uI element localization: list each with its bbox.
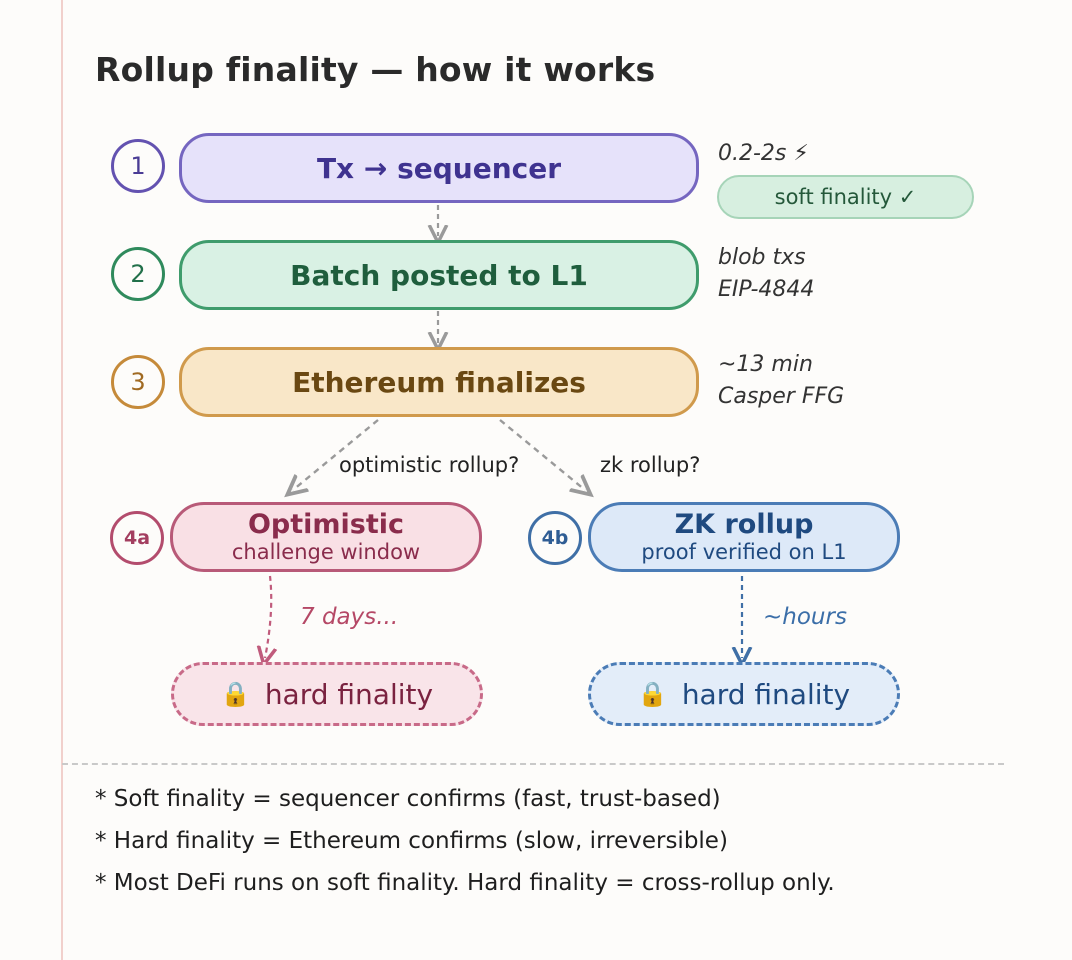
step-1-timing-text: 0.2-2s ⚡	[718, 141, 809, 166]
zk-question: zk rollup?	[600, 453, 701, 477]
soft-finality-badge-text: soft finality ✓	[774, 185, 917, 209]
step-2-label: Batch posted to L1	[290, 258, 588, 292]
soft-finality-badge: soft finality ✓	[717, 175, 974, 219]
step-3-notes: ~13 min Casper FFG	[718, 349, 844, 413]
step-2-number: 2	[111, 247, 165, 301]
step-1-timing: 0.2-2s ⚡	[718, 138, 809, 170]
arrow-to-optimistic	[293, 419, 379, 490]
step-2-note-line-2: EIP-4844	[718, 277, 815, 302]
optimistic-hard-finality: 🔒 hard finality	[171, 662, 483, 726]
optimistic-hard-finality-label: hard finality	[264, 677, 434, 711]
step-1-label: Tx → sequencer	[316, 151, 562, 185]
step-3-box: Ethereum finalizes	[179, 347, 699, 417]
step-4a-number-text: 4a	[123, 527, 151, 549]
step-4b-number: 4b	[528, 511, 582, 565]
notebook-margin-line	[61, 0, 63, 960]
step-4a-number: 4a	[110, 511, 164, 565]
step-1-box: Tx → sequencer	[179, 133, 699, 203]
step-4b-number-text: 4b	[541, 527, 569, 549]
step-3-number: 3	[111, 355, 165, 409]
step-1-number: 1	[111, 139, 165, 193]
optimistic-title: Optimistic	[247, 509, 405, 541]
step-3-number-text: 3	[130, 368, 146, 396]
optimistic-box: Optimistic challenge window	[170, 502, 482, 572]
zk-title: ZK rollup	[674, 509, 814, 541]
zk-box: ZK rollup proof verified on L1	[588, 502, 900, 572]
lock-icon: 🔒	[637, 680, 668, 708]
step-2-notes: blob txs EIP-4844	[718, 242, 814, 306]
note-soft-finality: * Soft finality = sequencer confirms (fa…	[95, 786, 721, 812]
zk-subtitle: proof verified on L1	[641, 540, 847, 565]
lock-icon: 🔒	[220, 680, 251, 708]
arrow-to-zk	[499, 419, 585, 490]
arrow-optimistic-to-final	[265, 575, 271, 658]
optimistic-question: optimistic rollup?	[339, 453, 520, 477]
step-3-label: Ethereum finalizes	[292, 365, 586, 399]
note-defi: * Most DeFi runs on soft finality. Hard …	[95, 870, 835, 896]
note-hard-finality: * Hard finality = Ethereum confirms (slo…	[95, 828, 728, 854]
zk-hard-finality: 🔒 hard finality	[588, 662, 900, 726]
step-3-note-line-2: Casper FFG	[718, 384, 845, 409]
optimistic-subtitle: challenge window	[231, 540, 421, 565]
diagram-title: Rollup finality — how it works	[95, 50, 656, 89]
zk-delay: ~hours	[763, 604, 847, 630]
step-2-number-text: 2	[130, 260, 146, 288]
optimistic-delay: 7 days...	[300, 604, 399, 630]
zk-hard-finality-label: hard finality	[681, 677, 851, 711]
step-2-note-line-1: blob txs	[718, 245, 806, 270]
step-2-box: Batch posted to L1	[179, 240, 699, 310]
step-1-number-text: 1	[130, 152, 146, 180]
step-3-note-line-1: ~13 min	[718, 352, 813, 377]
notes-separator	[62, 763, 1004, 765]
